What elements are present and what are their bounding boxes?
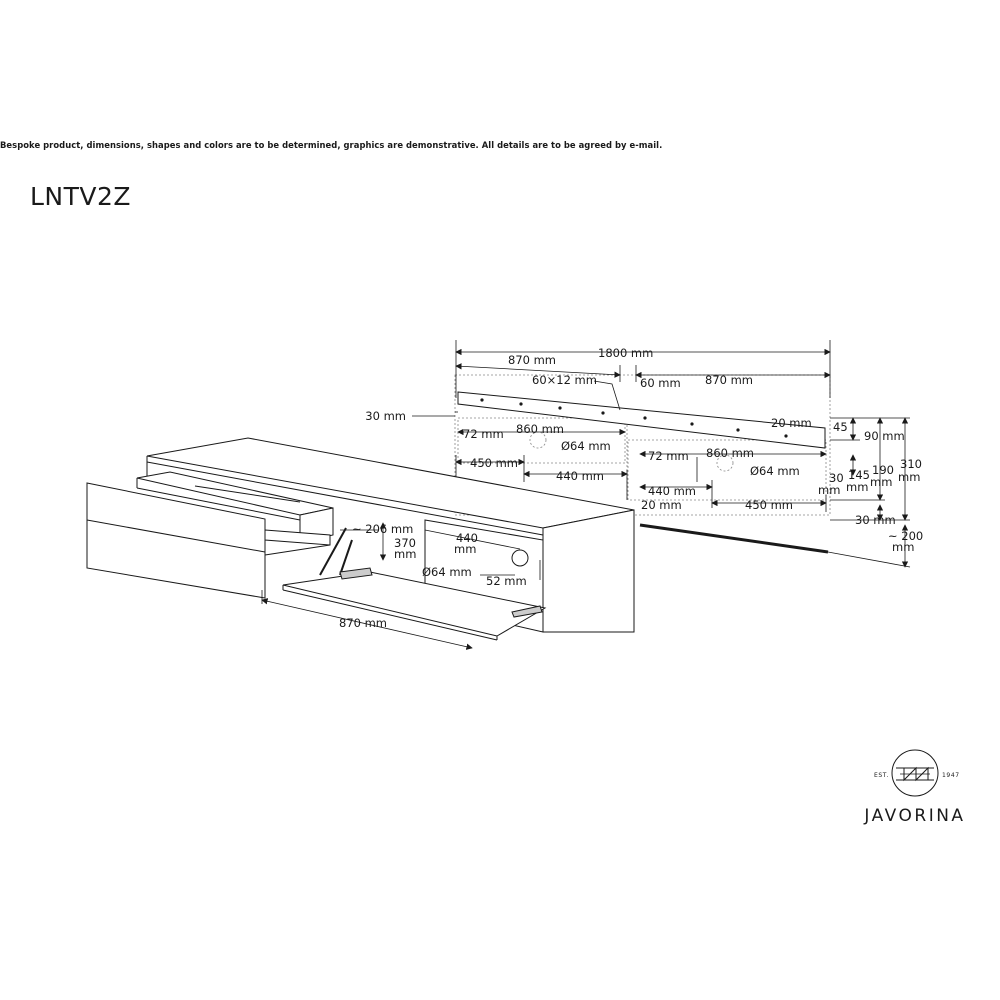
dim-offset-right: 72 mm	[648, 449, 689, 463]
brand-name: JAVORINA	[864, 806, 966, 826]
cabinet-cable-hole	[511, 549, 529, 567]
dim-flap-370-unit: mm	[394, 547, 416, 561]
dim-v30a-unit: mm	[818, 483, 840, 497]
dim-cab-440-unit: mm	[454, 542, 476, 556]
dim-v145-unit: mm	[846, 480, 868, 494]
dim-seg-450-left: 450 mm	[470, 456, 518, 470]
dim-v310-unit: mm	[898, 470, 920, 484]
dim-front-870: 870 mm	[339, 616, 387, 630]
dim-v200: ~ 200	[888, 529, 923, 543]
floor-line	[639, 523, 829, 554]
dim-gap: 60 mm	[640, 376, 681, 390]
tv-cabinet	[86, 437, 635, 641]
dim-rail-edge: 30 mm	[365, 409, 406, 423]
dim-seg-440-right: 440 mm	[648, 484, 696, 498]
disclaimer-text: Bespoke product, dimensions, shapes and …	[0, 140, 663, 150]
dim-seg-450-right: 450 mm	[745, 498, 793, 512]
wall-rail	[457, 391, 826, 449]
dim-flap-206: ~ 206 mm	[352, 522, 413, 536]
dim-v45: 45	[833, 420, 848, 434]
brand-est: EST.	[874, 772, 889, 779]
dim-flap-370: 370	[394, 536, 416, 550]
dim-hole-right: Ø64 mm	[750, 464, 800, 478]
dim-cab-440: 440	[456, 531, 478, 545]
dim-v190: 190	[872, 463, 894, 477]
dim-v310: 310	[900, 457, 922, 471]
brand-logo: EST. 1947 JAVORINA	[840, 748, 990, 838]
brand-emblem-icon	[891, 749, 939, 797]
dim-seg-440-left: 440 mm	[556, 469, 604, 483]
product-code-title: LNTV2Z	[30, 182, 132, 211]
dim-rail-inner-left: 860 mm	[516, 422, 564, 436]
dim-v30a: 30	[829, 471, 844, 485]
dim-hole-left: Ø64 mm	[561, 439, 611, 453]
dim-hole-cabinet: Ø64 mm	[422, 565, 472, 579]
dim-v200-unit: mm	[892, 540, 914, 554]
brand-year: 1947	[942, 772, 960, 779]
dim-cab-52: 52 mm	[486, 574, 527, 588]
dim-v190-unit: mm	[870, 475, 892, 489]
dim-mount-slot: 60×12 mm	[532, 373, 597, 387]
dim-rail-right-end: 20 mm	[771, 416, 812, 430]
dim-right-half: 870 mm	[705, 373, 753, 387]
dim-v90: 90 mm	[864, 429, 905, 443]
dim-v145: 145	[848, 468, 870, 482]
dim-v30b: 30 mm	[855, 513, 896, 527]
dim-left-half: 870 mm	[508, 353, 556, 367]
dim-rail-inner-right: 860 mm	[706, 446, 754, 460]
dim-seg-20: 20 mm	[641, 498, 682, 512]
dim-offset-left: 72 mm	[463, 427, 504, 441]
dim-total-width: 1800 mm	[598, 346, 653, 360]
